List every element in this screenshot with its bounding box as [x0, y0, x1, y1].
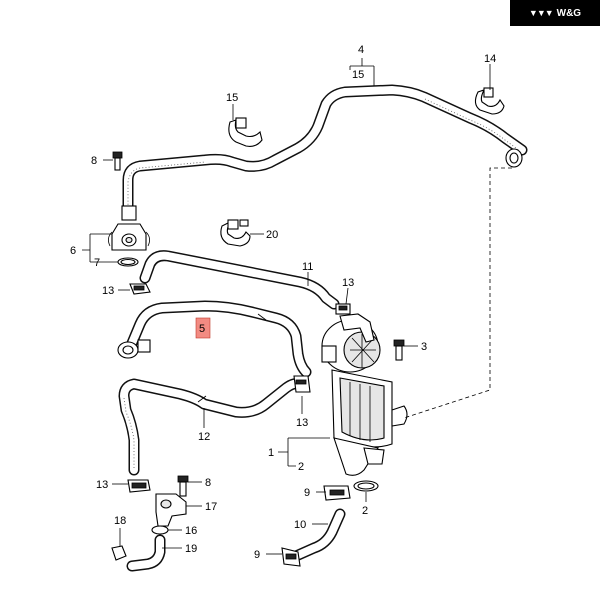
label-20: 20	[266, 229, 278, 241]
bolt-8-lower[interactable]	[177, 475, 189, 497]
label-15-top: 15	[352, 69, 364, 81]
label-4: 4	[358, 44, 364, 56]
highlight-box-5	[195, 317, 211, 339]
label-11: 11	[302, 261, 313, 273]
clamp-9-upper[interactable]	[323, 485, 351, 501]
hose-10[interactable]	[290, 508, 346, 562]
hose-19[interactable]	[126, 534, 166, 572]
label-8-top: 8	[91, 155, 97, 167]
label-3: 3	[421, 341, 427, 353]
clamp-14[interactable]	[474, 87, 505, 115]
leader-lines	[82, 58, 491, 555]
o-ring-2[interactable]	[353, 480, 379, 492]
label-17: 17	[205, 501, 217, 513]
label-13-left: 13	[102, 285, 114, 297]
clamp-13-top[interactable]	[335, 303, 351, 315]
brand-badge: ▼▼▼ W&G	[510, 0, 600, 26]
clamp-20[interactable]	[220, 219, 251, 247]
label-6: 6	[70, 245, 76, 257]
clamp-13-lower[interactable]	[127, 479, 151, 493]
label-7: 7	[94, 257, 100, 269]
hose-4-end-fitting	[505, 148, 523, 168]
label-13-center: 13	[296, 417, 308, 429]
label-8-lower: 8	[205, 477, 211, 489]
label-1: 1	[268, 447, 274, 459]
label-19: 19	[185, 543, 197, 555]
label-14: 14	[484, 53, 496, 65]
brand-logo-icon: ▼▼▼	[528, 8, 554, 18]
label-15: 15	[226, 92, 238, 104]
o-ring-7[interactable]	[117, 257, 139, 267]
label-18: 18	[114, 515, 126, 527]
hose-12[interactable]	[118, 378, 306, 476]
connector-6[interactable]	[108, 205, 150, 251]
hose-11[interactable]	[139, 250, 340, 310]
label-16: 16	[185, 525, 197, 537]
label-9-lower: 9	[254, 549, 260, 561]
label-2-left: 2	[298, 461, 304, 473]
clamp-13-left[interactable]	[129, 283, 151, 295]
guide-dashed-line	[403, 167, 512, 419]
bolt-8-top[interactable]	[112, 151, 123, 171]
label-12: 12	[198, 431, 210, 443]
label-10: 10	[294, 519, 306, 531]
hose-5[interactable]	[117, 300, 312, 378]
label-9-upper: 9	[304, 487, 310, 499]
bolt-3[interactable]	[393, 339, 405, 361]
clamp-15[interactable]	[228, 117, 263, 147]
cap-18[interactable]	[111, 545, 127, 561]
label-13-top: 13	[342, 277, 354, 289]
valve-17[interactable]	[155, 493, 187, 527]
seal-16[interactable]	[151, 525, 169, 535]
label-13-lower: 13	[96, 479, 108, 491]
brand-text: W&G	[556, 7, 582, 19]
oil-separator-1-2[interactable]	[321, 313, 408, 476]
label-5-highlighted[interactable]: 5	[199, 323, 205, 335]
label-2-right: 2	[362, 505, 368, 517]
clamp-13-center[interactable]	[293, 375, 311, 393]
clamp-9-lower[interactable]	[281, 547, 301, 567]
hose-4-15[interactable]	[122, 84, 528, 216]
